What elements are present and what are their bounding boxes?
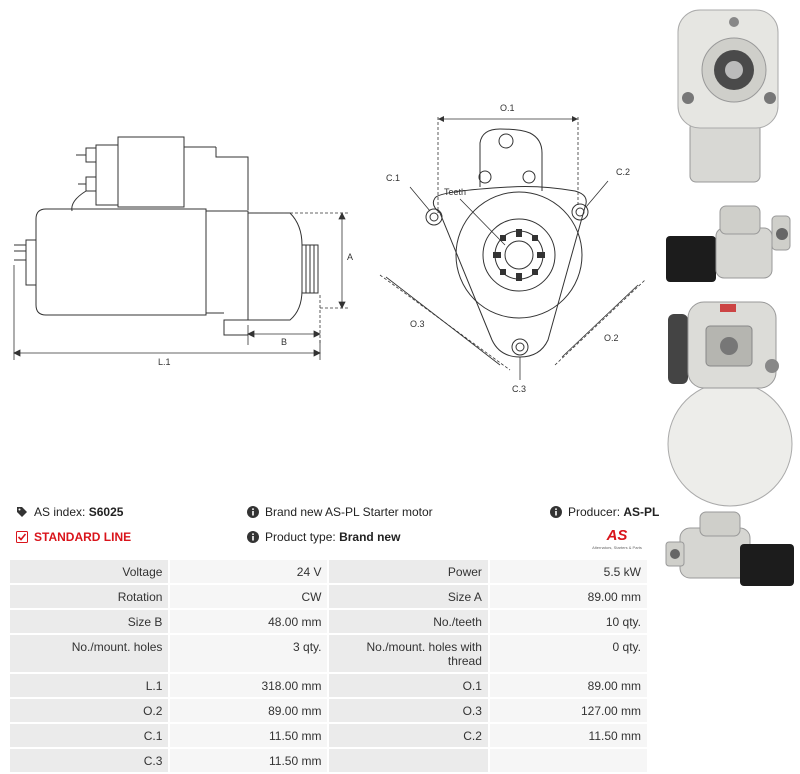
- product-type-label: Product type:: [265, 530, 336, 544]
- spec-label: Size B: [10, 610, 169, 633]
- spec-table: Voltage 24 V Power 5.5 kW Rotation CW Si…: [8, 558, 649, 774]
- spec-value: 3 qty.: [170, 635, 328, 672]
- spec-label: C.1: [10, 724, 169, 747]
- spec-label: L.1: [10, 674, 169, 697]
- product-description: Brand new AS-PL Starter motor: [247, 505, 433, 519]
- side-view-drawing: A B L.1: [13, 136, 353, 367]
- spec-label: O.2: [10, 699, 169, 722]
- spec-value: 48.00 mm: [170, 610, 328, 633]
- as-pl-logo: AS Alternators, Starters & Parts: [592, 527, 642, 550]
- spec-label: O.1: [329, 674, 488, 697]
- as-index-label: AS index:: [34, 505, 86, 519]
- dim-label-o1: O.1: [500, 103, 515, 113]
- spec-value: 24 V: [170, 560, 328, 583]
- producer-label: Producer:: [568, 505, 621, 519]
- spec-value: 0 qty.: [489, 635, 647, 672]
- table-row: C.1 11.50 mm C.2 11.50 mm: [10, 724, 647, 747]
- producer-value: AS-PL: [623, 505, 660, 519]
- table-row: O.2 89.00 mm O.3 127.00 mm: [10, 699, 647, 722]
- product-type: Product type: Brand new: [247, 530, 400, 544]
- table-row: Rotation CW Size A 89.00 mm: [10, 585, 647, 608]
- spec-label: Voltage: [10, 560, 169, 583]
- spec-value: 318.00 mm: [170, 674, 328, 697]
- spec-label: No./mount. holes with thread: [329, 635, 488, 672]
- table-row: Voltage 24 V Power 5.5 kW: [10, 560, 647, 583]
- spec-value: 89.00 mm: [489, 585, 647, 608]
- spec-value: 127.00 mm: [489, 699, 647, 722]
- checkbox-checked-icon: [16, 531, 28, 543]
- dim-label-o2: O.2: [604, 333, 619, 343]
- spec-value: 10 qty.: [489, 610, 647, 633]
- spec-label: No./mount. holes: [10, 635, 169, 672]
- spec-value: 89.00 mm: [170, 699, 328, 722]
- info-icon: [550, 506, 562, 518]
- tag-icon: [17, 507, 27, 517]
- table-row: C.3 11.50 mm: [10, 749, 647, 772]
- dim-label-l1: L.1: [158, 357, 171, 367]
- spec-label: No./teeth: [329, 610, 488, 633]
- spec-label: [329, 749, 488, 772]
- standard-line-text: STANDARD LINE: [34, 530, 132, 544]
- info-icon: [247, 531, 259, 543]
- table-row: Size B 48.00 mm No./teeth 10 qty.: [10, 610, 647, 633]
- spec-label: O.3: [329, 699, 488, 722]
- standard-line-badge: STANDARD LINE: [16, 530, 131, 544]
- spec-label: Power: [329, 560, 488, 583]
- info-icon: [247, 506, 259, 518]
- product-photo-rear[interactable]: [660, 296, 800, 508]
- product-photo-angle[interactable]: [660, 508, 800, 598]
- spec-value: 5.5 kW: [489, 560, 647, 583]
- as-index: AS index: S6025: [16, 505, 123, 519]
- logo-mark: AS: [606, 527, 628, 544]
- spec-label: Size A: [329, 585, 488, 608]
- front-view-drawing: O.1 C.1 C.2 Teeth O.3 O.2 C.3: [379, 103, 646, 394]
- dim-label-teeth: Teeth: [444, 187, 466, 197]
- dim-label-a: A: [347, 252, 353, 262]
- spec-value: CW: [170, 585, 328, 608]
- spec-value: 89.00 mm: [489, 674, 647, 697]
- producer: Producer: AS-PL: [550, 505, 659, 519]
- spec-label: C.3: [10, 749, 169, 772]
- spec-label: Rotation: [10, 585, 169, 608]
- as-index-value: S6025: [88, 505, 124, 519]
- spec-value: [489, 749, 647, 772]
- spec-value: 11.50 mm: [170, 724, 328, 747]
- spec-label: C.2: [329, 724, 488, 747]
- product-photo-side[interactable]: [660, 198, 800, 294]
- dim-label-b: B: [281, 337, 287, 347]
- spec-value: 11.50 mm: [489, 724, 647, 747]
- logo-tagline: Alternators, Starters & Parts: [592, 545, 642, 550]
- table-row: L.1 318.00 mm O.1 89.00 mm: [10, 674, 647, 697]
- table-row: No./mount. holes 3 qty. No./mount. holes…: [10, 635, 647, 672]
- product-type-value: Brand new: [339, 530, 401, 544]
- description-text: Brand new AS-PL Starter motor: [265, 505, 433, 519]
- product-photo-front[interactable]: [660, 2, 800, 194]
- dim-label-c1: C.1: [386, 173, 400, 183]
- dim-label-c3: C.3: [512, 384, 526, 394]
- dim-label-o3: O.3: [410, 319, 425, 329]
- spec-value: 11.50 mm: [170, 749, 328, 772]
- dim-label-c2: C.2: [616, 167, 630, 177]
